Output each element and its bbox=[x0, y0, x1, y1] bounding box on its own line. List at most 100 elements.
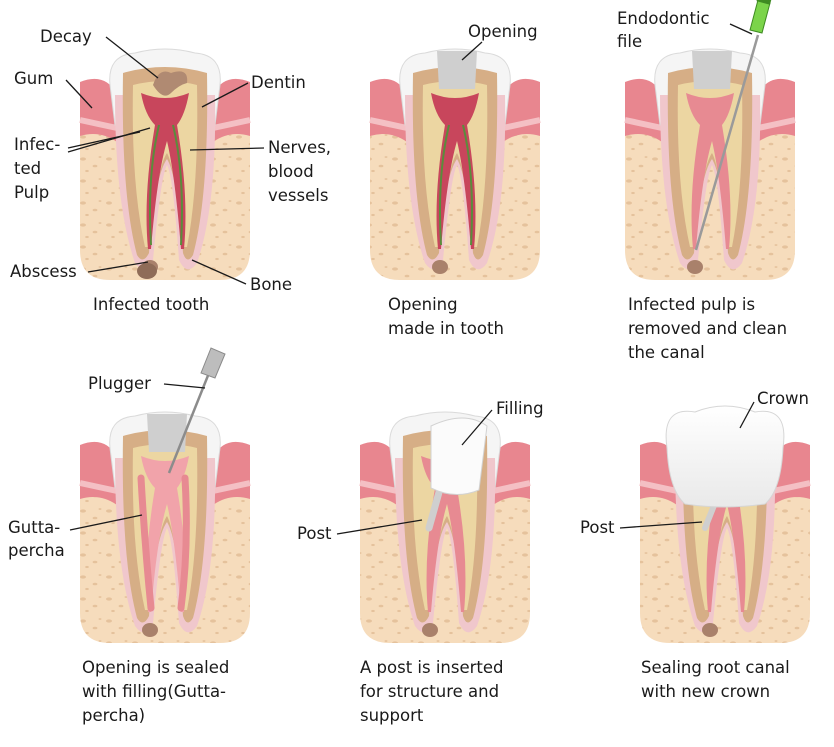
label-dentin-line: Dentin bbox=[251, 73, 306, 92]
caption-post-inserted-line: A post is inserted bbox=[360, 658, 504, 677]
label-bone: Bone bbox=[250, 275, 292, 294]
label-decay-line: Decay bbox=[40, 27, 92, 46]
gum-line bbox=[359, 480, 398, 494]
leader-decay bbox=[105, 36, 159, 79]
label-abscess-line: Abscess bbox=[10, 262, 77, 281]
root-tip bbox=[142, 623, 158, 637]
root-tip bbox=[687, 260, 703, 274]
plugger-handle bbox=[200, 347, 226, 379]
label-post-line: Post bbox=[580, 518, 615, 537]
caption-infected-tooth-line: Infected tooth bbox=[93, 295, 209, 314]
label-filling-line: Filling bbox=[496, 399, 544, 418]
caption-post-inserted-line: support bbox=[360, 706, 424, 725]
caption-opening-made-line: Opening bbox=[388, 295, 458, 314]
gum-line bbox=[212, 480, 251, 494]
label-plugger: Plugger bbox=[88, 374, 151, 393]
canal-trace bbox=[439, 124, 473, 246]
decay bbox=[153, 71, 188, 96]
gum-line bbox=[492, 480, 531, 494]
caption-opening-made-line: made in tooth bbox=[388, 319, 504, 338]
label-nerves-blood-vessels-line: blood bbox=[268, 162, 314, 181]
leader-abscess bbox=[87, 261, 149, 273]
gum-line bbox=[772, 480, 811, 494]
caption-gutta-percha: Opening is sealed with filling(Gutta-perc… bbox=[82, 658, 229, 725]
gutta-percha-fill bbox=[177, 474, 190, 612]
label-filling: Filling bbox=[496, 399, 544, 418]
crown bbox=[665, 405, 785, 508]
caption-pulp-removed-line: Infected pulp is bbox=[628, 295, 755, 314]
label-endodontic-file-line: file bbox=[617, 32, 642, 51]
root-tip bbox=[432, 260, 448, 274]
label-bone-line: Bone bbox=[250, 275, 292, 294]
caption-pulp-removed-line: the canal bbox=[628, 343, 705, 362]
label-opening: Opening bbox=[468, 22, 538, 41]
leader-post bbox=[619, 521, 703, 529]
gum-line bbox=[624, 117, 663, 131]
label-abscess: Abscess bbox=[10, 262, 77, 281]
opening bbox=[147, 414, 187, 452]
root-tip bbox=[422, 623, 438, 637]
leader-post bbox=[336, 519, 423, 535]
label-gutta-percha-line: Gutta- bbox=[8, 518, 60, 537]
label-decay: Decay bbox=[40, 27, 92, 46]
caption-pulp-removed-line: removed and clean bbox=[628, 319, 787, 338]
leader-bone bbox=[191, 259, 247, 285]
endodontic-file-handle bbox=[749, 0, 771, 34]
caption-new-crown-line: with new crown bbox=[641, 682, 770, 701]
leader-gutta-percha bbox=[69, 514, 143, 531]
leader-dentin bbox=[201, 82, 249, 108]
caption-post-inserted-line: for structure and bbox=[360, 682, 499, 701]
label-infected-pulp-line: Infec- bbox=[14, 135, 60, 154]
gutta-percha-fill bbox=[137, 474, 155, 612]
label-nerves-blood-vessels-line: vessels bbox=[268, 186, 328, 205]
leader-nerves bbox=[189, 147, 265, 151]
caption-opening-made: Opening made in tooth bbox=[388, 295, 504, 338]
abscess bbox=[137, 263, 157, 279]
caption-gutta-percha-line: Opening is sealed bbox=[82, 658, 229, 677]
leader-opening bbox=[461, 41, 483, 61]
caption-infected-tooth: Infected tooth bbox=[93, 295, 209, 314]
label-gum: Gum bbox=[14, 69, 53, 88]
endodontic-file-shaft bbox=[694, 34, 760, 251]
endodontic-file-cap bbox=[756, 0, 772, 5]
label-gutta-percha-line: percha bbox=[8, 541, 65, 560]
leader-filling bbox=[461, 409, 493, 446]
label-endodontic-file-line: Endodontic bbox=[617, 9, 710, 28]
gum-line bbox=[502, 117, 541, 131]
gum-line bbox=[79, 480, 118, 494]
pulp bbox=[141, 456, 189, 612]
label-post-line: Post bbox=[297, 524, 332, 543]
label-post: Post bbox=[297, 524, 332, 543]
caption-pulp-removed: Infected pulp is removed and clean the can… bbox=[628, 295, 787, 362]
plugger-shaft bbox=[167, 372, 211, 474]
label-plugger-line: Plugger bbox=[88, 374, 151, 393]
filling bbox=[430, 417, 488, 495]
leader-plugger bbox=[163, 383, 206, 389]
caption-gutta-percha-line: percha) bbox=[82, 706, 145, 725]
caption-gutta-percha-line: with filling(Gutta- bbox=[82, 682, 226, 701]
leader-crown bbox=[739, 401, 755, 429]
label-gutta-percha: Gutta-percha bbox=[8, 518, 65, 560]
leader-gum bbox=[65, 79, 93, 109]
gum-line bbox=[757, 117, 796, 131]
opening bbox=[692, 51, 732, 89]
gum-line bbox=[369, 117, 408, 131]
opening bbox=[437, 51, 477, 89]
pulp bbox=[686, 93, 734, 249]
label-gum-line: Gum bbox=[14, 69, 53, 88]
leader-infected-pulp-2 bbox=[67, 127, 151, 153]
root-tip bbox=[702, 623, 718, 637]
caption-post-inserted: A post is inserted for structure and suppo… bbox=[360, 658, 504, 725]
canal-trace bbox=[149, 124, 183, 246]
gum-line bbox=[639, 480, 678, 494]
label-post: Post bbox=[580, 518, 615, 537]
